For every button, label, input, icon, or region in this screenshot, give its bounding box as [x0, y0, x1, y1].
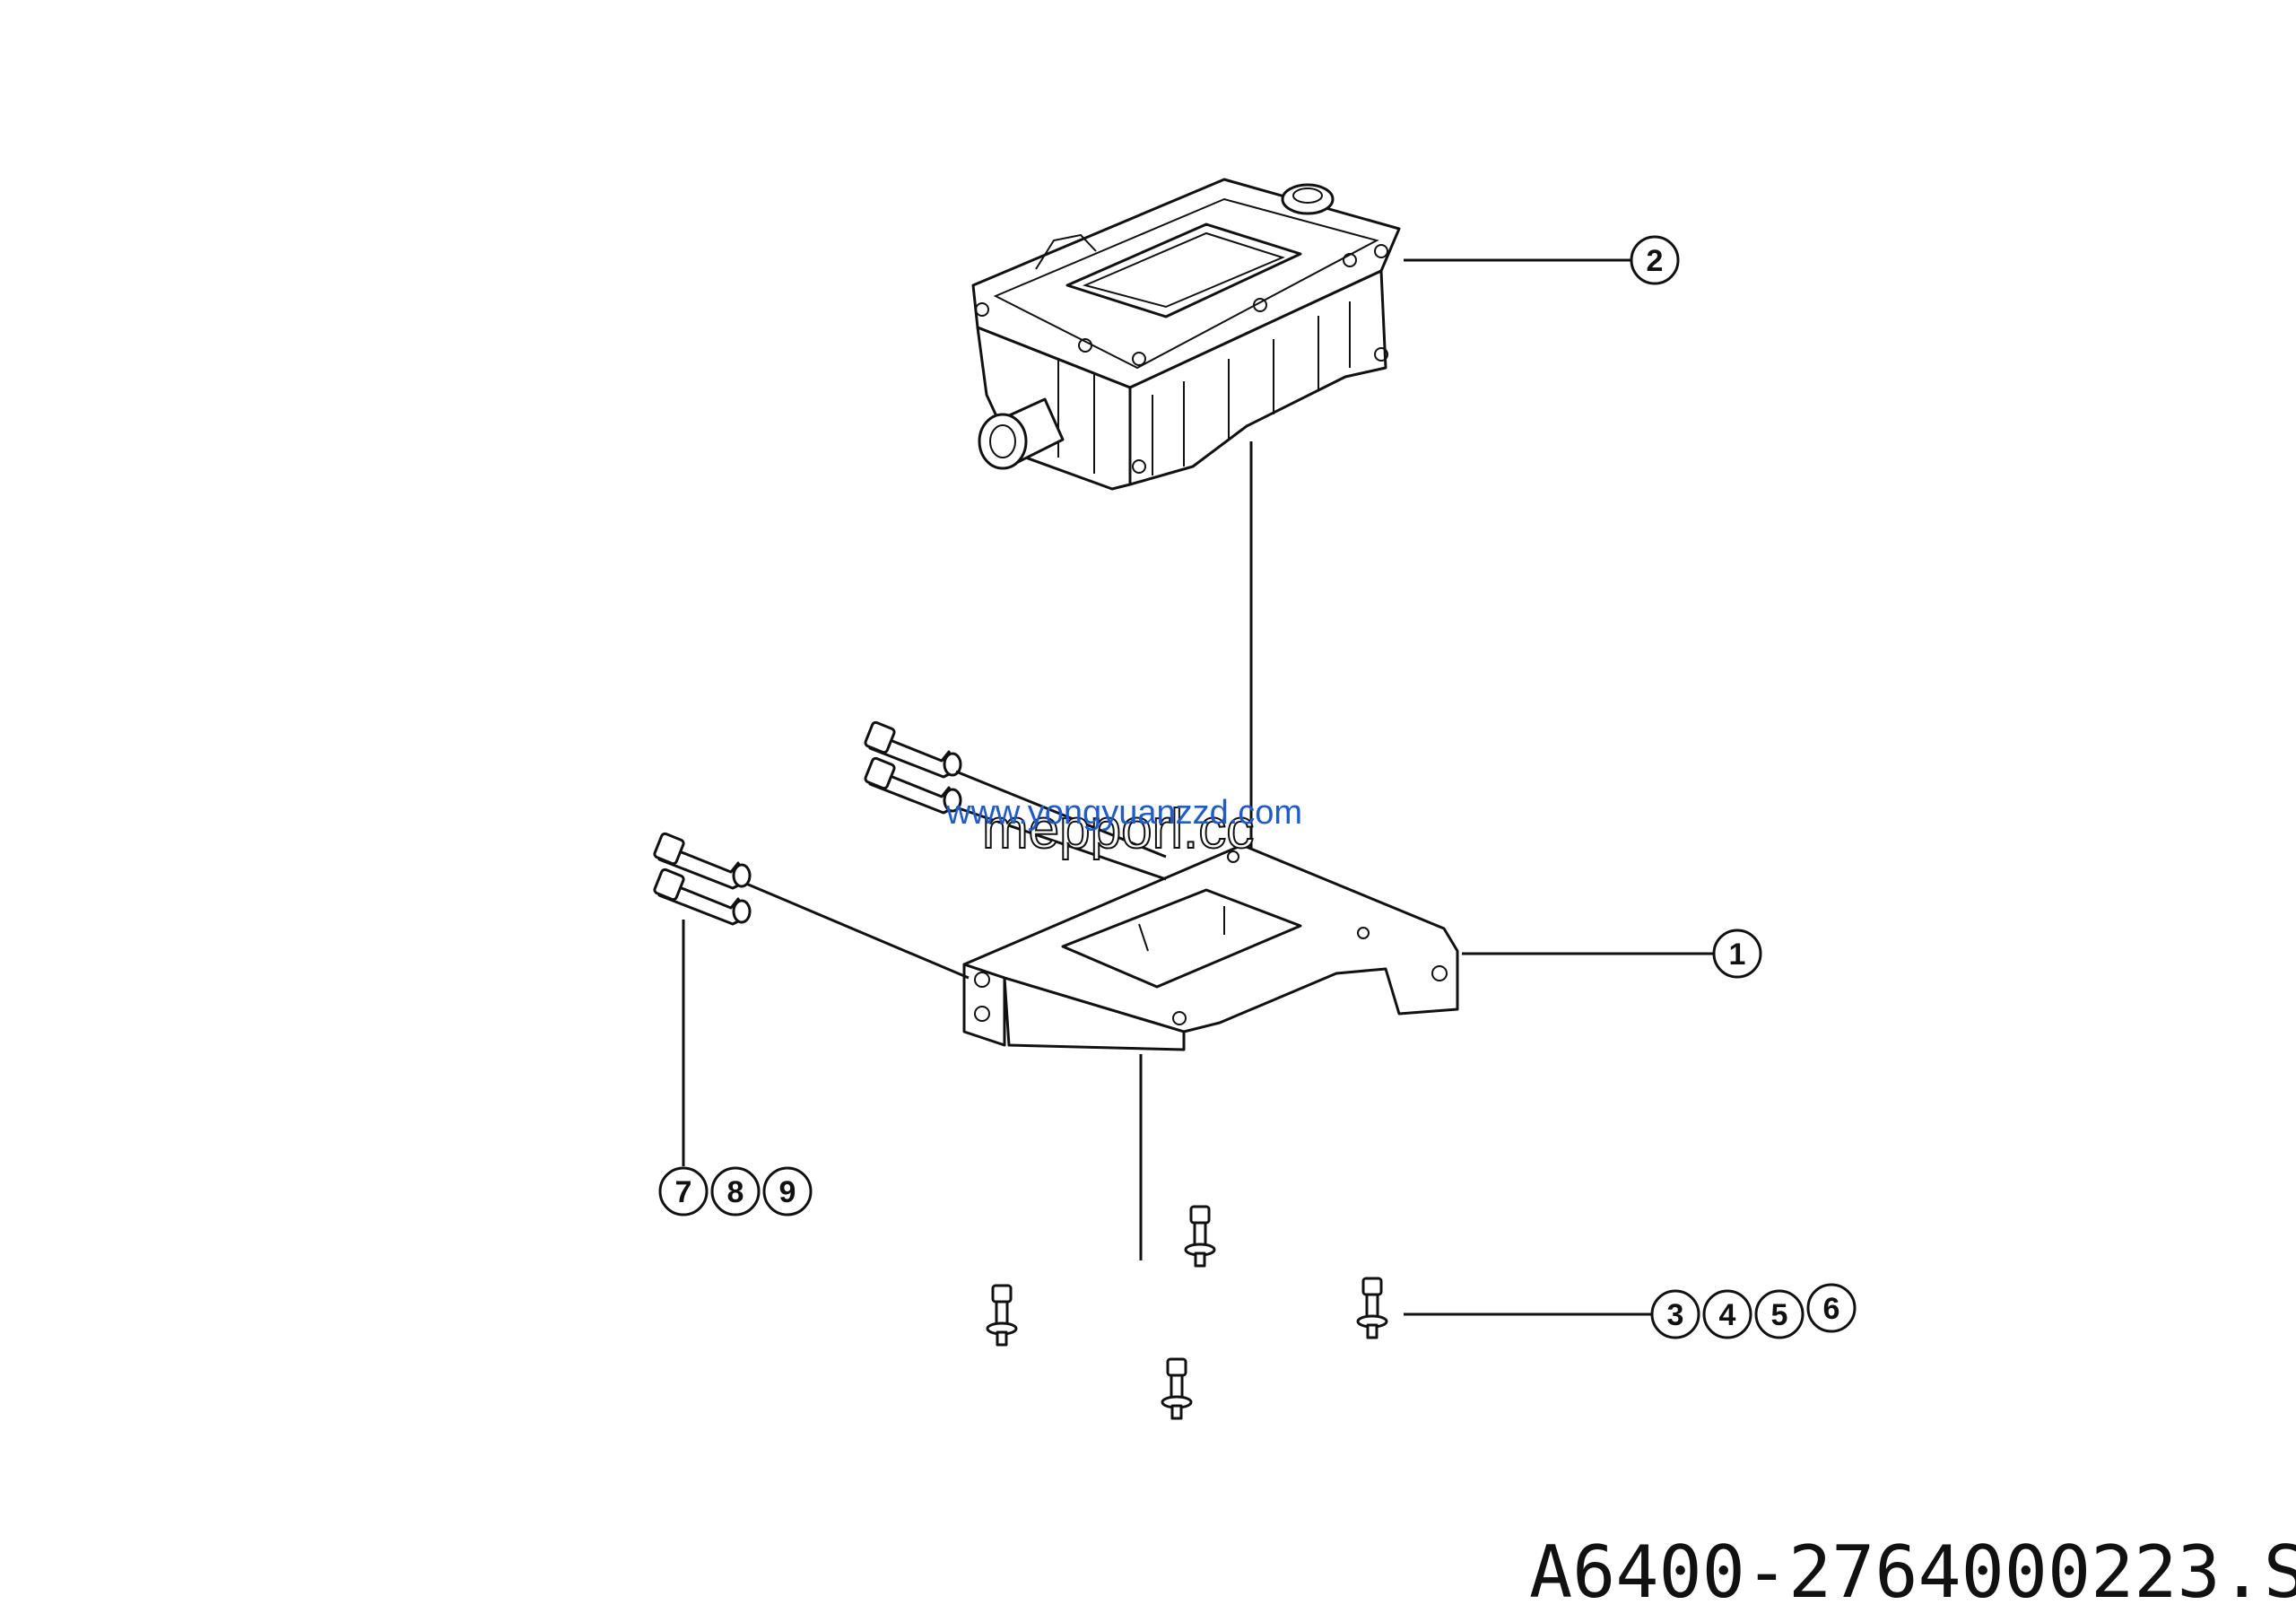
mounting-bracket	[962, 843, 1459, 1051]
svg-text:2: 2	[1647, 244, 1664, 278]
controller-unit	[971, 178, 1401, 491]
callout-9: 9	[762, 1166, 813, 1216]
callout-3: 3	[1650, 1289, 1700, 1339]
svg-text:8: 8	[727, 1175, 744, 1209]
watermark-brand: mepporl.cc	[982, 798, 1254, 860]
callout-2: 2	[1630, 235, 1680, 285]
callout-5: 5	[1754, 1289, 1805, 1339]
callout-7: 7	[658, 1166, 709, 1216]
callout-6: 6	[1806, 1283, 1857, 1333]
callout-8: 8	[710, 1166, 761, 1216]
svg-text:9: 9	[779, 1175, 796, 1209]
svg-text:6: 6	[1823, 1292, 1840, 1326]
watermark-url: www.yongyuanzzd.com	[945, 794, 1302, 832]
small-bolts	[986, 1205, 1388, 1420]
svg-text:1: 1	[1729, 937, 1746, 972]
callout-4: 4	[1702, 1289, 1752, 1339]
svg-text:5: 5	[1771, 1298, 1788, 1332]
callout-1: 1	[1712, 929, 1762, 979]
svg-text:3: 3	[1667, 1298, 1684, 1332]
svg-text:7: 7	[675, 1175, 692, 1209]
svg-text:4: 4	[1719, 1298, 1736, 1332]
drawing-code: A6400-2764000223.S1A	[1529, 1530, 2296, 1614]
long-bolts	[653, 720, 962, 926]
